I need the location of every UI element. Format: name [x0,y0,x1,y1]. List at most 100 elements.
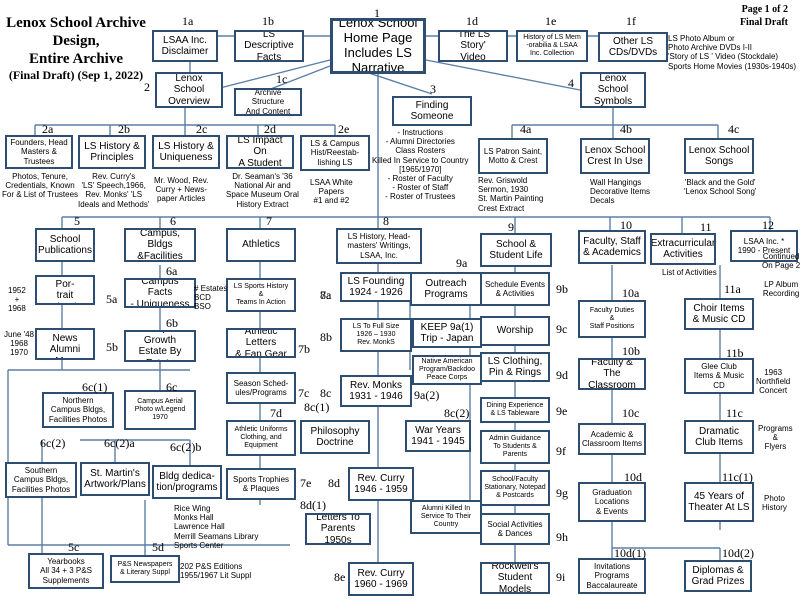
node-number-2d: 2d [264,122,276,136]
node-number-8b: 8b [320,330,332,344]
node-number-1e: 1e [545,14,557,28]
note-11b: 1963 Northfield Concert [756,368,791,396]
node-12: LSAA Inc. * 1990 - Present [730,230,798,262]
node-number-6b: 6b [166,316,178,330]
node-1f: Other LS CDs/DVDs [598,32,668,62]
node-number-10a: 10a [622,286,640,300]
node-2c: LS History & Uniqueness [152,135,220,169]
page-number: Page 1 of 2 [741,4,788,15]
node-8d: Rev. Curry 1946 - 1959 [348,467,414,501]
node-1b: LS Descriptive Facts [234,30,304,62]
node-9g: School/Faculty Stationary, Notepad & Pos… [480,470,550,506]
node-3: Finding Someone [392,96,472,126]
node-4c: Lenox School Songs [684,138,754,174]
node-9i: Rockwell's Student Models [480,562,550,594]
node-1e: History of LS Mem -orabilia & LSAA Inc. … [516,30,588,62]
node-8c2: War Years 1941 - 1945 [405,420,471,452]
node-number-5c: 5c [68,540,80,554]
node-5d: P&S Newspapers & Literary Suppl [110,555,180,583]
node-8d1: Letters To Parents 1950s [305,513,371,545]
node-10b: Faculty & The Classroom [578,358,646,390]
node-8: LS History, Head- masters' Writings, LSA… [336,228,422,264]
node-number-4b: 4b [620,122,632,136]
node-7d: Athletic Uniforms Clothing, and Equipmen… [226,420,296,456]
node-9c: Worship [480,316,550,346]
node-4b: Lenox School Crest In Use [580,138,650,174]
node-9a1: KEEP 9a(1) Trip - Japan [412,318,482,348]
title-line4: (Final Draft) (Sep 1, 2022) [8,68,144,82]
note-4b: Wall Hangings Decorative Items Decals [590,178,651,206]
node-number-3: 3 [430,82,436,96]
node-number-2a: 2a [42,122,54,136]
node-6a: Campus Facts - Uniqueness [124,278,196,308]
node-number-8d1: 8d(1) [300,498,326,512]
node-number-6a: 6a [166,264,178,278]
node-number-10: 10 [620,218,632,232]
note-1f: LS Photo Album or Photo Archive DVDs I-I… [668,34,797,71]
node-number-8c: 8c [320,386,332,400]
node-number-11a: 11a [724,282,741,296]
note-5a: 1952 + 1968 [8,286,26,314]
node-number-9i: 9i [556,570,566,584]
node-number-6c1: 6c(1) [82,380,108,394]
node-number-1d: 1d [466,14,478,28]
node-number-8c2: 8c(2) [444,406,470,420]
node-2: Lenox School Overview [155,72,223,108]
node-6c2: Southern Campus Bldgs, Facilities Photos [5,462,77,498]
node-6c2a: St. Martin's Artwork/Plans [80,462,150,496]
node-7a: LS Sports History & Teams In Action [226,278,296,312]
node-4a: LS Patron Saint, Motto & Crest [478,138,548,174]
node-7: Athletics [226,228,296,262]
node-number-5: 5 [74,214,80,228]
node-10d2: Diplomas & Grad Prizes [684,560,752,592]
node-number-7: 7 [266,214,272,228]
node-5b: Alumni News Alumni Mag [35,328,95,360]
node-number-7d: 7d [270,406,282,420]
node-6c2b: Bldg dedica- tion/programs [152,465,222,499]
node-number-10d: 10d [624,470,642,484]
node-number-9c: 9c [556,322,568,336]
node-8c1: Philosophy Doctrine [300,420,370,454]
node-number-9h: 9h [556,530,568,544]
node-number-9e: 9e [556,404,568,418]
node-9d: LS Clothing, Pin & Rings [480,352,550,382]
node-9h: Social Activities & Dances [480,513,550,545]
node-number-11c: 11c [726,406,743,420]
node-4: Lenox School Symbols [580,72,646,108]
node-2e: LS & Campus Hist/Reestab- lishing LS [300,135,370,171]
node-number-7e: 7e [300,476,312,490]
node-7c: Season Sched- ules/Programs [226,372,296,404]
node-number-8a: 8a [320,288,332,302]
node-number-2: 2 [144,80,150,94]
node-1a: LSAA Inc. Disclaimer [152,30,218,62]
node-8c: Rev. Monks 1931 - 1946 [340,375,412,407]
node-10: Faculty, Staff & Academics [578,230,646,264]
node-9: School & Student Life [480,233,552,267]
node-6b: Campus Growth Estate By Estate [124,330,196,362]
node-9a2: Native American Program/Backdoo Peace Co… [412,355,482,385]
note-11c1: Photo History [762,494,787,513]
note-3: - Instructions - Alumni Directories Clas… [372,128,469,202]
node-8a: LS Founding 1924 - 1926 [340,272,412,302]
node-number-7c: 7c [298,386,310,400]
node-number-9g: 9g [556,486,568,500]
node-number-1b: 1b [262,14,274,28]
note-4c: 'Black and the Gold' 'Lenox School Song' [684,178,757,197]
node-number-8e: 8e [334,570,346,584]
note-2d: Dr. Seaman's '36 National Air and Space … [226,172,299,209]
node-2a: Founders, Head Masters & Trustees [5,135,73,169]
node-11c1: 45 Years of Theater At LS [684,482,754,522]
node-7e: Sports Trophies & Plaques [226,468,296,500]
node-number-2c: 2c [196,122,208,136]
node-9e: Dining Experience & LS Tableware [480,397,550,423]
node-number-11: 11 [700,220,712,234]
node-number-11b: 11b [726,346,744,360]
note-6a: # Estates BCD BSO [194,284,228,312]
node-number-6c2b: 6c(2)b [170,440,202,454]
node-10c: Academic & Classroom Items [578,423,646,455]
node-number-1c: 1c [276,72,288,86]
node-number-9: 9 [508,220,514,234]
draft-status: Final Draft [739,16,788,28]
node-number-9a2: 9a(2) [414,388,440,402]
node-number-10d1: 10d(1) [614,546,646,560]
